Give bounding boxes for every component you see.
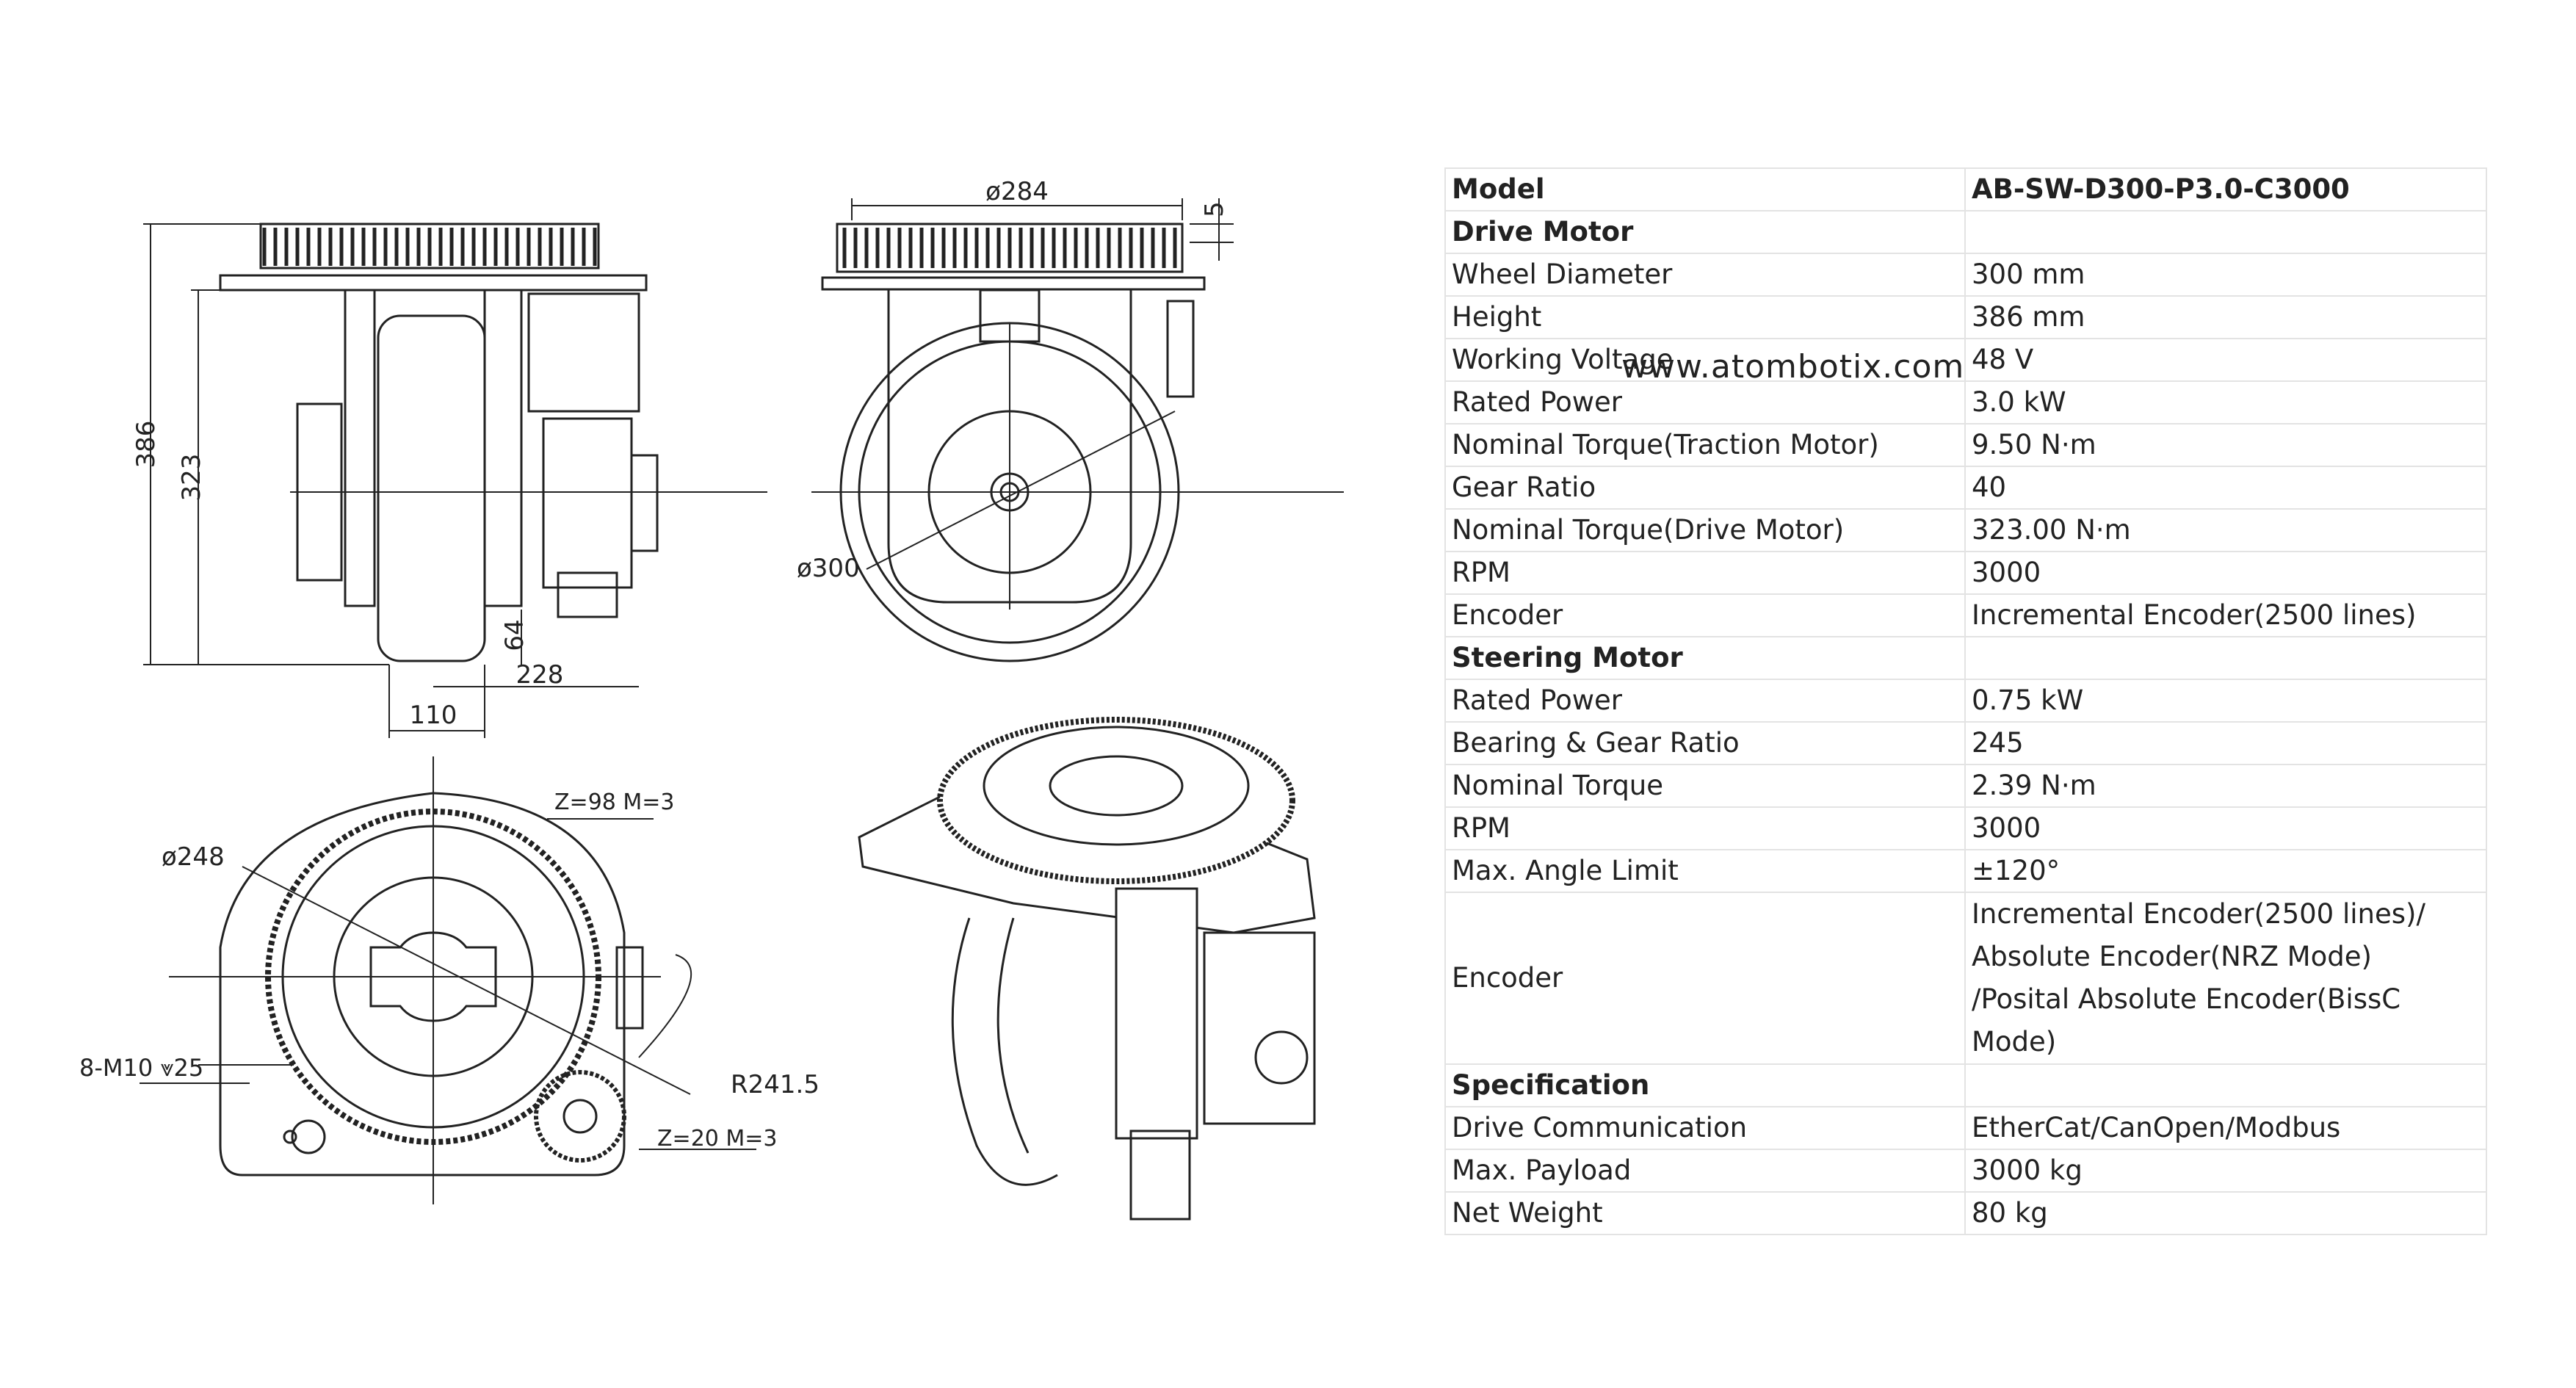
dim-323: 323 [177, 454, 206, 502]
row-value: 245 [1964, 721, 2487, 765]
isometric-view [858, 717, 1316, 1221]
watermark-text: www.atombotix.com [1621, 348, 1965, 386]
label-holes: 8-M10 ⩔25 [79, 1054, 203, 1082]
row-value: 323.00 N·m [1964, 508, 2487, 552]
row-value: 80 kg [1964, 1191, 2487, 1235]
row-label: Max. Angle Limit [1444, 849, 1966, 893]
dim-64: 64 [500, 619, 529, 651]
dim-228: 228 [516, 660, 564, 690]
table-row: Nominal Torque(Drive Motor)323.00 N·m [1444, 508, 2487, 552]
technical-drawings: 386 323 64 228 110 ø284 5 ø300 Z=98 M=3 … [79, 177, 1344, 1221]
row-value: 48 V [1964, 338, 2487, 382]
row-label: Rated Power [1444, 679, 1966, 723]
plan-view [140, 756, 756, 1204]
row-value: EtherCat/CanOpen/Modbus [1964, 1106, 2487, 1150]
dim-d284: ø284 [985, 177, 1049, 206]
row-label: Drive Communication [1444, 1106, 1966, 1150]
section-drive-motor: Drive Motor [1444, 210, 2487, 254]
dim-386: 386 [131, 421, 161, 469]
row-label: Net Weight [1444, 1191, 1966, 1235]
drawings-svg: 386 323 64 228 110 ø284 5 ø300 Z=98 M=3 … [79, 177, 1344, 1221]
encoder-line: Absolute Encoder(NRZ Mode) [1972, 941, 2372, 972]
section-title: Steering Motor [1444, 636, 1966, 680]
row-label: Working Voltage [1444, 338, 1966, 382]
row-label: Bearing & Gear Ratio [1444, 721, 1966, 765]
table-row: Nominal Torque(Traction Motor)9.50 N·m [1444, 423, 2487, 467]
row-label: Encoder [1444, 892, 1966, 1065]
encoder-line: Incremental Encoder(2500 lines)/ [1972, 898, 2425, 930]
row-value: Incremental Encoder(2500 lines) [1964, 593, 2487, 637]
section-title: Drive Motor [1444, 210, 1966, 254]
drawing-labels: 386 323 64 228 110 ø284 5 ø300 Z=98 M=3 … [79, 177, 1229, 1152]
row-label: Nominal Torque(Traction Motor) [1444, 423, 1966, 467]
row-label: Gear Ratio [1444, 466, 1966, 510]
dim-d248: ø248 [162, 842, 225, 872]
row-label: Rated Power [1444, 380, 1966, 424]
label-pinion-z20: Z=20 M=3 [657, 1126, 778, 1152]
label-gear-z98: Z=98 M=3 [554, 789, 675, 815]
row-value: 3000 [1964, 551, 2487, 595]
row-value: 3000 [1964, 806, 2487, 850]
row-label: RPM [1444, 551, 1966, 595]
table-row-model: Model AB-SW-D300-P3.0-C3000 [1444, 167, 2487, 212]
dim-5: 5 [1200, 201, 1229, 217]
row-value: 386 mm [1964, 295, 2487, 339]
table-row: Max. Angle Limit±120° [1444, 849, 2487, 893]
row-value: 3.0 kW [1964, 380, 2487, 424]
row-value: 300 mm [1964, 253, 2487, 297]
row-value: 3000 kg [1964, 1149, 2487, 1193]
row-label: RPM [1444, 806, 1966, 850]
model-label: Model [1444, 167, 1966, 212]
section-specification: Specification [1444, 1063, 2487, 1107]
row-value: ±120° [1964, 849, 2487, 893]
row-label: Height [1444, 295, 1966, 339]
spec-table: Model AB-SW-D300-P3.0-C3000 Drive Motor … [1444, 167, 2487, 1235]
dim-r241: R241.5 [731, 1070, 820, 1099]
section-title: Specification [1444, 1063, 1966, 1107]
side-view [143, 223, 767, 738]
row-label: Encoder [1444, 593, 1966, 637]
row-label: Nominal Torque [1444, 764, 1966, 808]
section-steering-motor: Steering Motor [1444, 636, 2487, 680]
row-value: 2.39 N·m [1964, 764, 2487, 808]
dim-d300: ø300 [797, 554, 860, 583]
row-label: Max. Payload [1444, 1149, 1966, 1193]
row-value: 9.50 N·m [1964, 423, 2487, 467]
row-value: 40 [1964, 466, 2487, 510]
encoder-line: /Posital Absolute Encoder(BissC Mode) [1972, 983, 2401, 1058]
row-value: Incremental Encoder(2500 lines)/ Absolut… [1964, 892, 2487, 1065]
model-value: AB-SW-D300-P3.0-C3000 [1964, 167, 2487, 212]
table-row-encoder: Encoder Incremental Encoder(2500 lines)/… [1444, 892, 2487, 1065]
row-value: 0.75 kW [1964, 679, 2487, 723]
front-view [811, 198, 1344, 662]
row-label: Nominal Torque(Drive Motor) [1444, 508, 1966, 552]
row-label: Wheel Diameter [1444, 253, 1966, 297]
dim-110: 110 [410, 701, 457, 730]
